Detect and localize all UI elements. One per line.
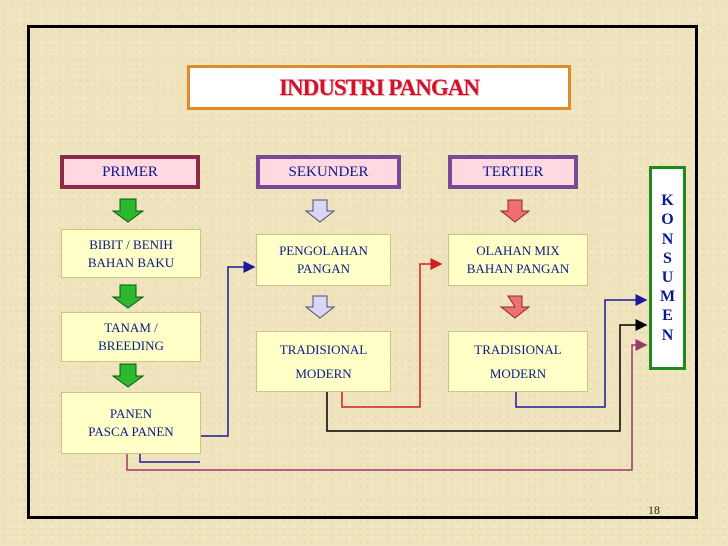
box-sekunder-tradisional: TRADISIONAL MODERN: [256, 331, 391, 392]
box-line: BREEDING: [98, 338, 164, 353]
box-panen: PANEN PASCA PANEN: [61, 392, 201, 454]
arrow-sekunder-1: [304, 199, 336, 223]
page-title: INDUSTRI PANGAN: [187, 65, 571, 110]
box-line: BIBIT / BENIH: [89, 236, 173, 252]
box-pengolahan-pangan: PENGOLAHAN PANGAN: [256, 234, 391, 286]
box-olahan-mix: OLAHAN MIX BAHAN PANGAN: [448, 234, 588, 286]
header-primer: PRIMER: [60, 155, 200, 189]
box-line: OLAHAN MIX: [476, 243, 560, 259]
box-bibit-benih: BIBIT / BENIH BAHAN BAKU: [61, 229, 201, 278]
box-konsumen: K O N S U M E N: [649, 166, 686, 370]
konsumen-letter: N: [661, 230, 674, 248]
header-sekunder: SEKUNDER: [256, 155, 401, 189]
page-number: 18: [648, 503, 660, 517]
connector-sekunder-konsumen: [326, 319, 648, 432]
connector-panen-pengolahan: [201, 261, 256, 437]
konsumen-letter: E: [662, 307, 673, 325]
arrow-tertier-1: [499, 199, 531, 223]
box-line: BAHAN BAKU: [87, 254, 175, 270]
box-tanam-breeding: TANAM / BREEDING: [61, 312, 201, 362]
slide-frame: [27, 25, 698, 519]
box-line: BAHAN PANGAN: [466, 261, 570, 276]
box-line: PENGOLAHAN: [279, 243, 368, 259]
konsumen-letter: K: [661, 192, 674, 210]
konsumen-letter: N: [661, 326, 674, 344]
arrow-sekunder-2: [304, 295, 336, 319]
arrow-primer-1: [111, 198, 145, 223]
konsumen-letter: S: [663, 249, 672, 267]
header-tertier: TERTIER: [448, 155, 578, 189]
arrow-primer-3: [111, 363, 145, 388]
arrow-tertier-2: [499, 295, 531, 319]
box-tertier-tradisional: TRADISIONAL MODERN: [448, 331, 588, 392]
arrow-primer-2: [111, 284, 145, 309]
box-line: TRADISIONAL: [474, 342, 562, 358]
box-line: PASCA PANEN: [88, 424, 174, 439]
box-line: PANEN: [109, 406, 153, 422]
konsumen-letter: U: [661, 269, 674, 286]
box-line: MODERN: [489, 365, 547, 381]
connector-panen-tick: [139, 454, 200, 463]
connector-sekunder-tertier: [341, 258, 443, 408]
konsumen-letter: M: [659, 288, 676, 306]
box-line: MODERN: [295, 365, 352, 381]
konsumen-letter: O: [661, 211, 674, 229]
connector-tertier-konsumen: [515, 294, 648, 408]
box-line: TRADISIONAL: [279, 342, 368, 358]
box-line: PANGAN: [297, 261, 350, 276]
connector-panen-konsumen: [126, 339, 648, 471]
box-line: TANAM /: [104, 320, 158, 336]
